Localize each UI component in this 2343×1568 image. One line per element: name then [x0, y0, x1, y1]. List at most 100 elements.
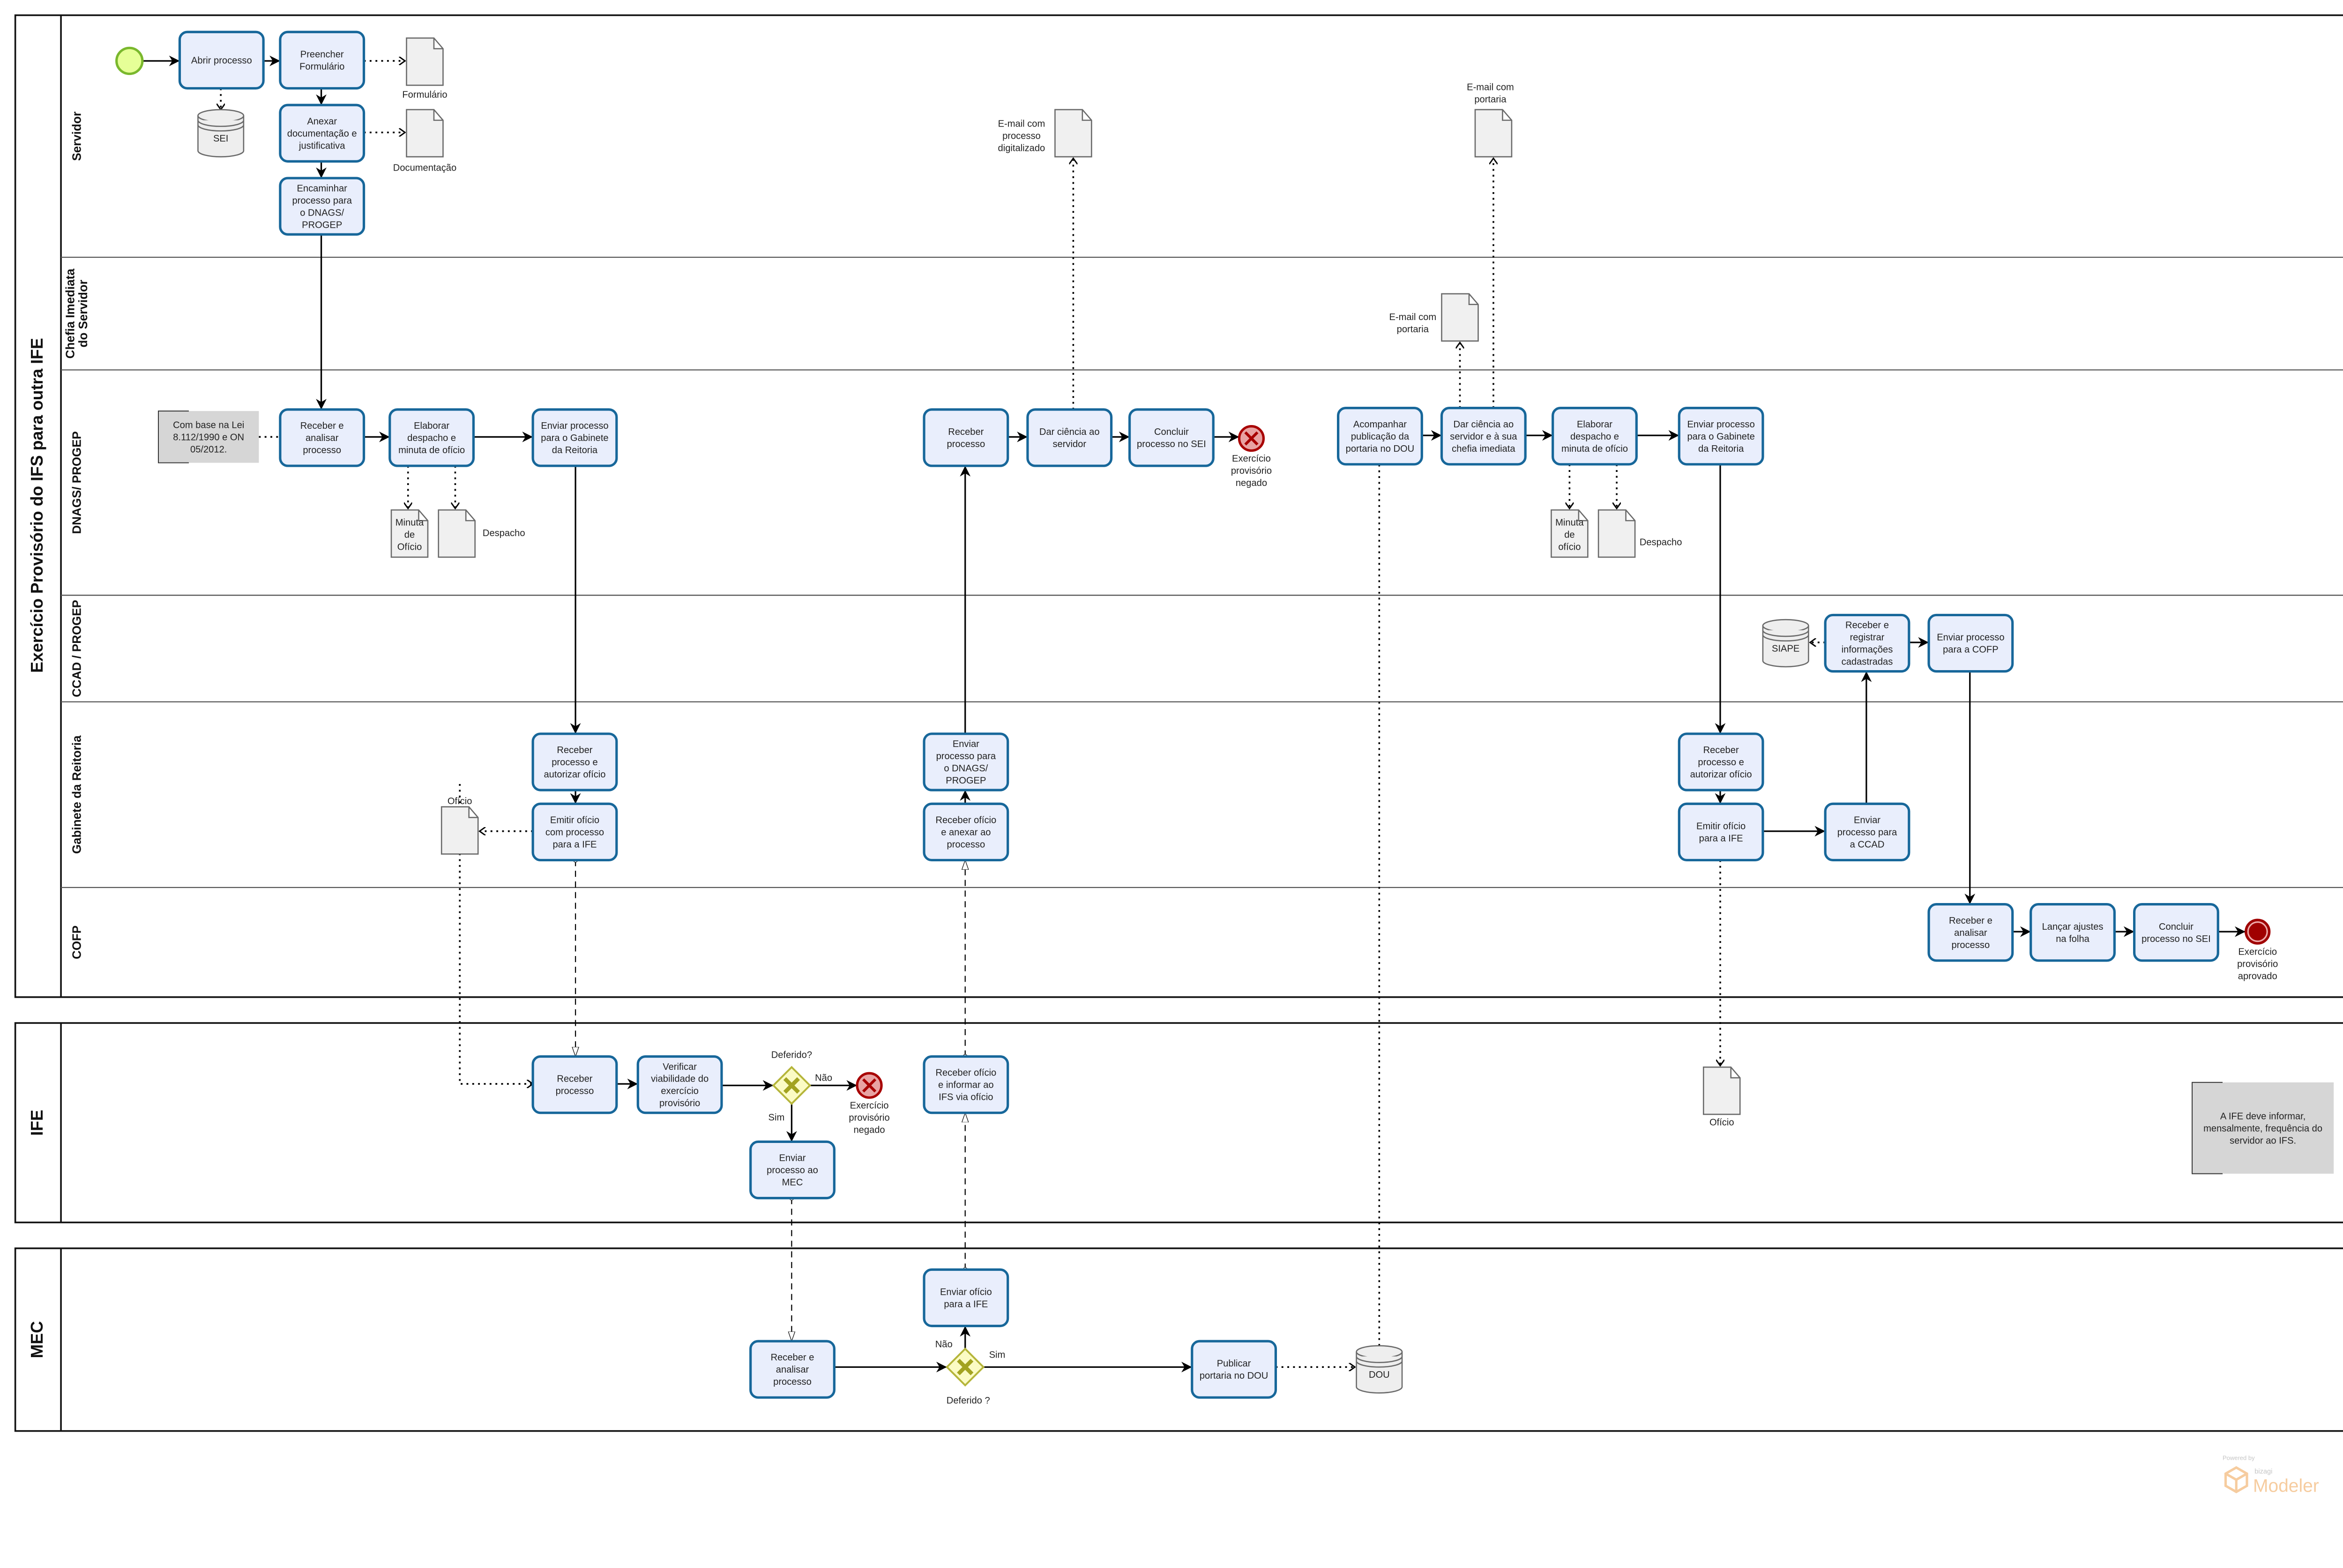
label-line: Receber — [557, 1074, 592, 1084]
label-line: IFS via ofício — [939, 1092, 993, 1103]
document-icon — [406, 109, 444, 157]
task-box[interactable] — [2030, 903, 2116, 962]
task-box[interactable] — [1678, 407, 1764, 466]
task-box[interactable] — [1440, 407, 1527, 466]
task-box[interactable] — [923, 1268, 1009, 1328]
task-box[interactable] — [1824, 613, 1910, 673]
task-box[interactable] — [923, 408, 1009, 467]
task-box[interactable] — [749, 1340, 836, 1399]
gateway-g-ife: Deferido? — [771, 1050, 812, 1105]
task-box[interactable] — [1678, 732, 1764, 791]
label-line: de — [1564, 530, 1574, 540]
task-box[interactable] — [1927, 613, 2014, 673]
task-box[interactable] — [1552, 407, 1638, 466]
task-box[interactable] — [923, 732, 1009, 791]
task-box[interactable] — [1678, 802, 1764, 862]
label-line: COFP — [69, 926, 83, 959]
database-top — [1356, 1345, 1403, 1359]
task-box[interactable] — [531, 802, 618, 862]
ev-start-event — [115, 46, 144, 75]
label-line: Formulário — [299, 61, 344, 72]
label-line: chefia imediata — [1452, 444, 1515, 454]
task-box[interactable] — [388, 408, 475, 467]
label-line: justificativa — [298, 141, 345, 151]
label-line: informações — [1842, 645, 1893, 655]
task-box[interactable] — [636, 1055, 723, 1114]
task-box[interactable] — [279, 408, 366, 467]
task-box[interactable] — [1824, 802, 1910, 862]
label-line: Exercício — [850, 1101, 889, 1111]
task-box[interactable] — [1191, 1340, 1277, 1399]
task-box[interactable] — [531, 1055, 618, 1114]
task-box[interactable] — [279, 177, 366, 236]
datastore-db-sei: SEI — [197, 109, 245, 157]
task-box[interactable] — [749, 1140, 836, 1200]
label-line: e informar ao — [938, 1080, 994, 1090]
task-box[interactable] — [279, 30, 366, 90]
label: Ofício — [1709, 1117, 1734, 1127]
task-t-abrir[interactable]: Abrir processo — [178, 30, 265, 90]
lane-chefia-imediata: Chefia Imediatado Servidor — [61, 256, 2343, 358]
label-line: processo ao — [767, 1165, 818, 1176]
label: Despacho — [1640, 538, 1682, 548]
label: Servidor — [69, 112, 83, 161]
label-line: Ofício — [448, 796, 472, 806]
label-line: minuta de ofício — [1561, 444, 1628, 454]
x-icon — [1244, 431, 1259, 446]
task-box[interactable] — [178, 30, 265, 90]
task-box[interactable] — [531, 408, 618, 467]
task-box[interactable] — [2133, 903, 2219, 962]
label-line: mensalmente, frequência do — [2203, 1123, 2322, 1134]
x-icon — [862, 1078, 877, 1093]
task-box[interactable] — [279, 104, 366, 163]
task-box[interactable] — [1128, 408, 1215, 467]
label-line: CCAD / PROGEP — [69, 600, 83, 697]
task-box[interactable] — [923, 1055, 1009, 1114]
pool-title-ife: IFE — [28, 1110, 46, 1136]
task-box[interactable] — [531, 732, 618, 791]
task-box[interactable] — [1927, 903, 2014, 962]
task-box[interactable] — [923, 802, 1009, 862]
label-line: analisar — [776, 1365, 809, 1375]
label-line: 05/2012. — [190, 444, 227, 455]
task-box[interactable] — [1337, 407, 1423, 466]
task-box[interactable] — [1026, 408, 1113, 467]
label-line: processo no SEI — [1137, 439, 1206, 449]
